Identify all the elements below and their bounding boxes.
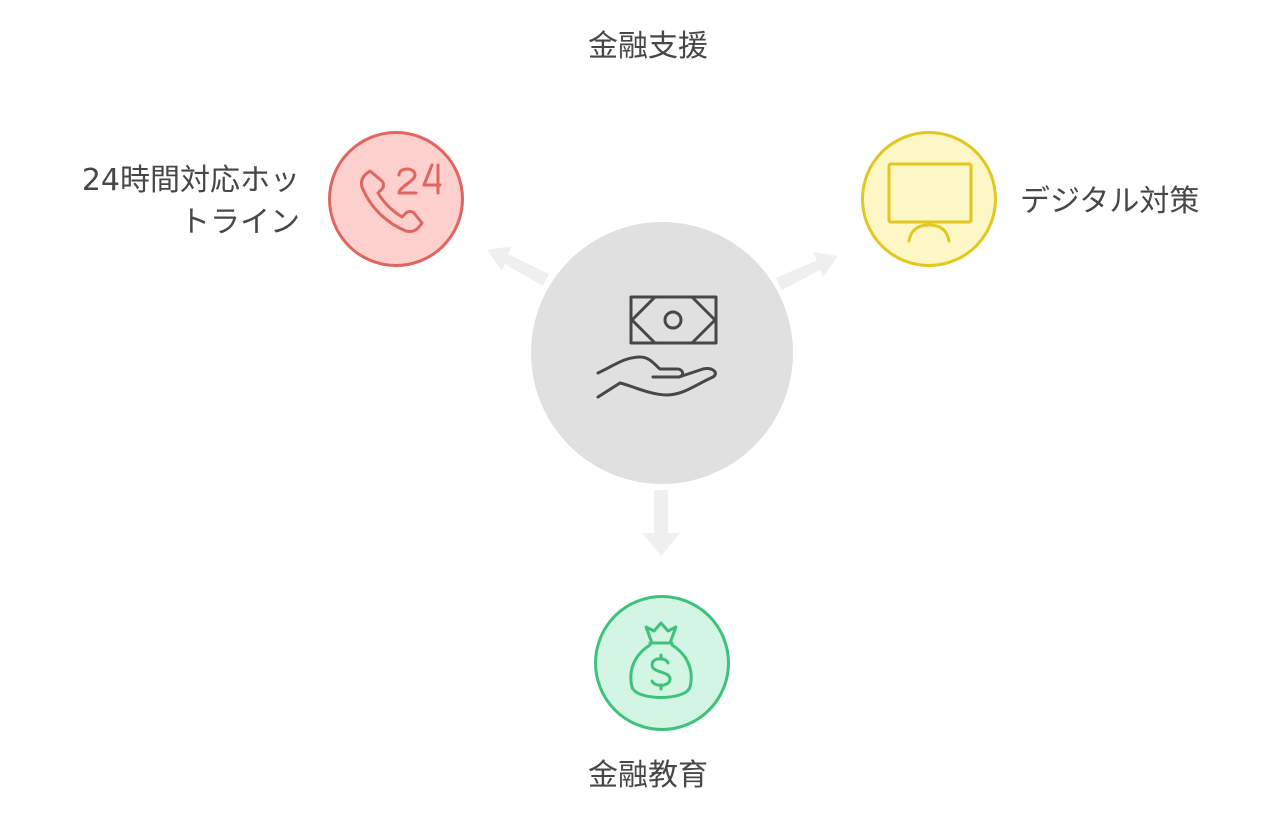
hotline-label-line2: トライン <box>180 205 300 240</box>
education-label: 金融教育 <box>588 758 708 793</box>
digital-node <box>861 131 997 267</box>
digital-label: デジタル対策 <box>1020 184 1200 219</box>
education-node <box>594 595 730 731</box>
money-bag-icon <box>629 621 693 699</box>
phone-24h-icon <box>360 163 442 233</box>
center-node <box>531 222 793 484</box>
monitor-icon <box>887 162 973 243</box>
hotline-label-line1: 24時間対応ホッ <box>81 163 300 198</box>
money-in-hand-icon <box>596 295 718 399</box>
diagram-title: 金融支援 <box>588 29 708 64</box>
hotline-node <box>328 131 464 267</box>
